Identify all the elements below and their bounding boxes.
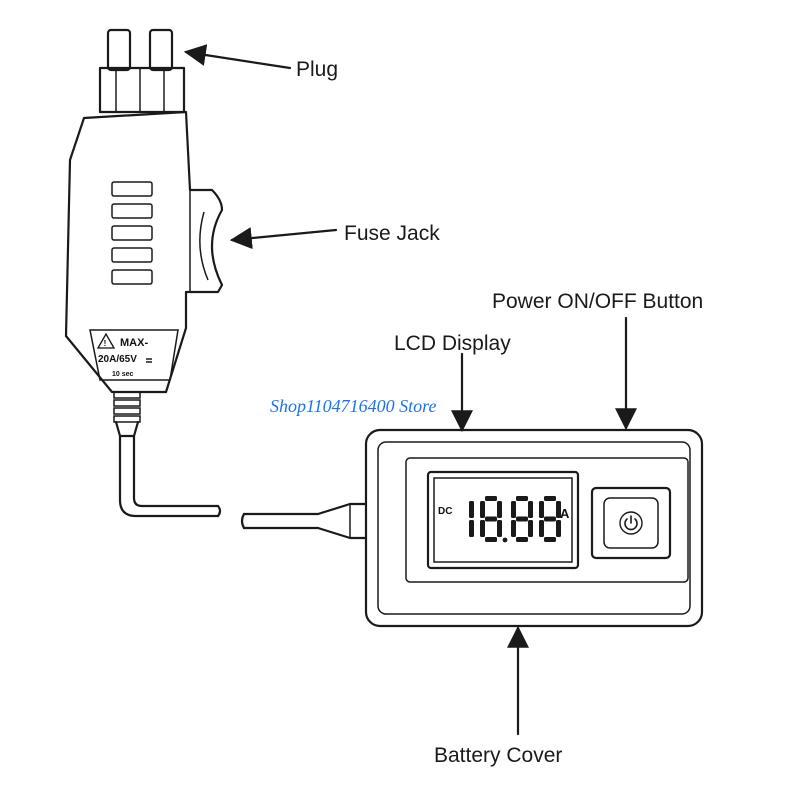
lcd-reading [469, 496, 561, 543]
lcd-digit [469, 501, 474, 537]
label-power-button: Power ON/OFF Button [492, 290, 703, 313]
lcd-digit [480, 496, 502, 542]
strain-relief [113, 391, 141, 438]
lcd-mode: DC [438, 506, 452, 517]
warning-line3: 10 sec [112, 371, 134, 378]
prong-right [148, 28, 174, 72]
arrow-plug [183, 44, 292, 70]
power-button[interactable] [603, 497, 659, 549]
prong-base [98, 66, 186, 114]
plug-probe: ! MAX- 20A/65V 10 sec [64, 28, 224, 438]
power-icon [619, 511, 643, 535]
lcd-unit: A [560, 506, 570, 521]
lcd-decimal-point [502, 537, 508, 543]
device-housing [364, 428, 704, 628]
warning-line1: MAX- [120, 337, 148, 349]
fuse-jack-recess [199, 211, 209, 281]
label-fuse-jack: Fuse Jack [344, 222, 440, 245]
svg-text:!: ! [104, 339, 107, 348]
warning-label: ! MAX- 20A/65V 10 sec [89, 329, 179, 381]
meter-device: DC A [364, 428, 704, 628]
arrow-fuse-jack [229, 227, 338, 250]
label-battery-cover: Battery Cover [434, 744, 562, 767]
plug-body [64, 110, 224, 394]
lcd-digit [511, 496, 533, 542]
label-lcd-display: LCD Display [394, 332, 511, 355]
power-button-housing [590, 486, 672, 560]
callout-arrows [183, 44, 637, 736]
cable [118, 434, 368, 540]
watermark: Shop1104716400 Store [270, 396, 437, 416]
prong-left [106, 28, 132, 72]
label-plug: Plug [296, 58, 338, 81]
warning-triangle-icon [96, 332, 116, 349]
device-face-panel [405, 457, 689, 583]
grip-ridges [111, 181, 153, 285]
warning-line2: 20A/65V [98, 354, 137, 365]
lcd-window [426, 470, 580, 570]
lcd-digit [539, 496, 561, 542]
